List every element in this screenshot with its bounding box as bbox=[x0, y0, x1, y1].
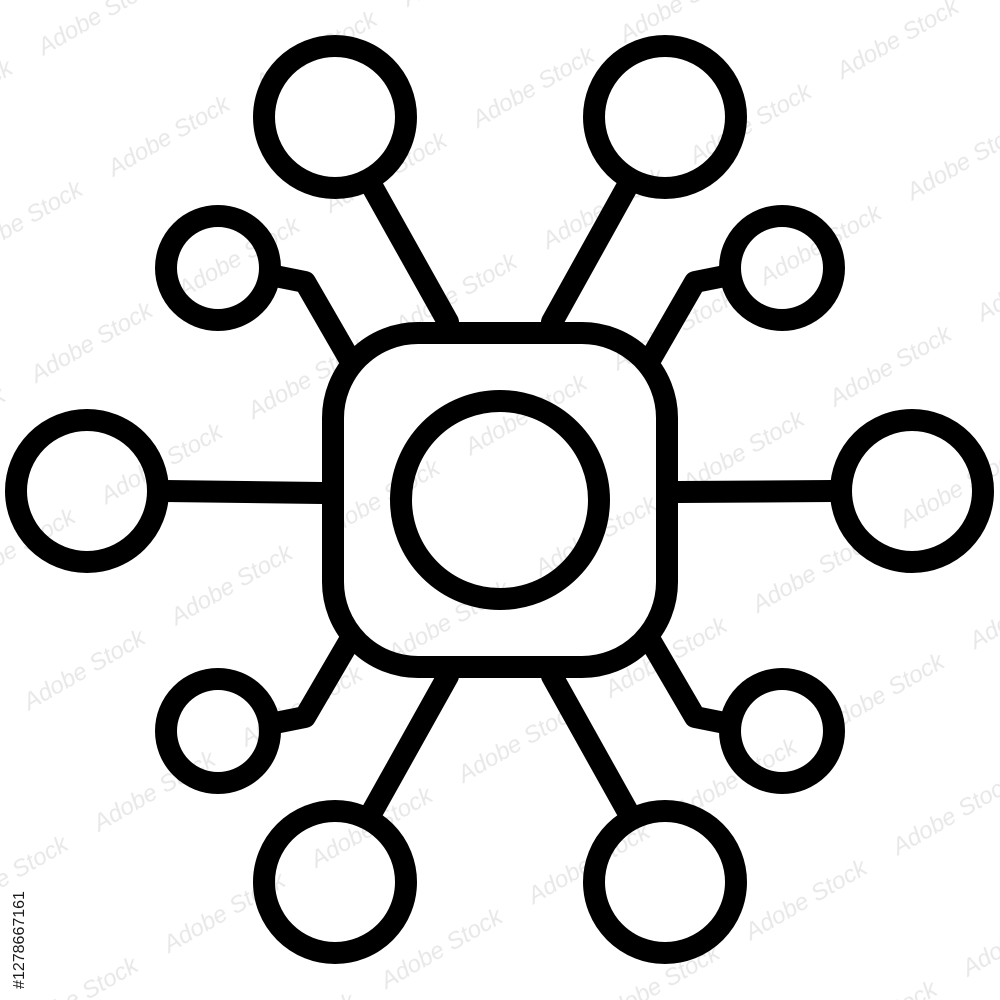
node-bottom-right bbox=[583, 800, 747, 964]
node-right bbox=[830, 409, 994, 573]
node-small-lower-right bbox=[719, 668, 845, 794]
connector-bottom-right bbox=[541, 665, 639, 823]
connector-top-left bbox=[362, 177, 459, 333]
node-small-upper-left bbox=[155, 205, 281, 331]
connector-right bbox=[667, 480, 844, 503]
node-small-lower-left bbox=[155, 668, 281, 794]
connector-top-right bbox=[541, 176, 638, 333]
node-top-left bbox=[253, 35, 417, 199]
hub-core-circle bbox=[390, 390, 610, 610]
hub-square bbox=[322, 322, 678, 678]
connector-left bbox=[154, 480, 333, 504]
node-small-upper-right bbox=[719, 205, 845, 331]
connector-upper-left-elbow bbox=[259, 264, 361, 371]
node-left bbox=[5, 409, 169, 573]
node-bottom-left bbox=[253, 800, 417, 964]
connector-bottom-left bbox=[361, 665, 459, 823]
connector-lower-left-elbow bbox=[259, 629, 361, 735]
connector-lower-right-elbow bbox=[639, 629, 741, 735]
connector-upper-right-elbow bbox=[639, 264, 741, 371]
node-top-right bbox=[583, 35, 747, 199]
network-hub-icon bbox=[5, 35, 994, 964]
